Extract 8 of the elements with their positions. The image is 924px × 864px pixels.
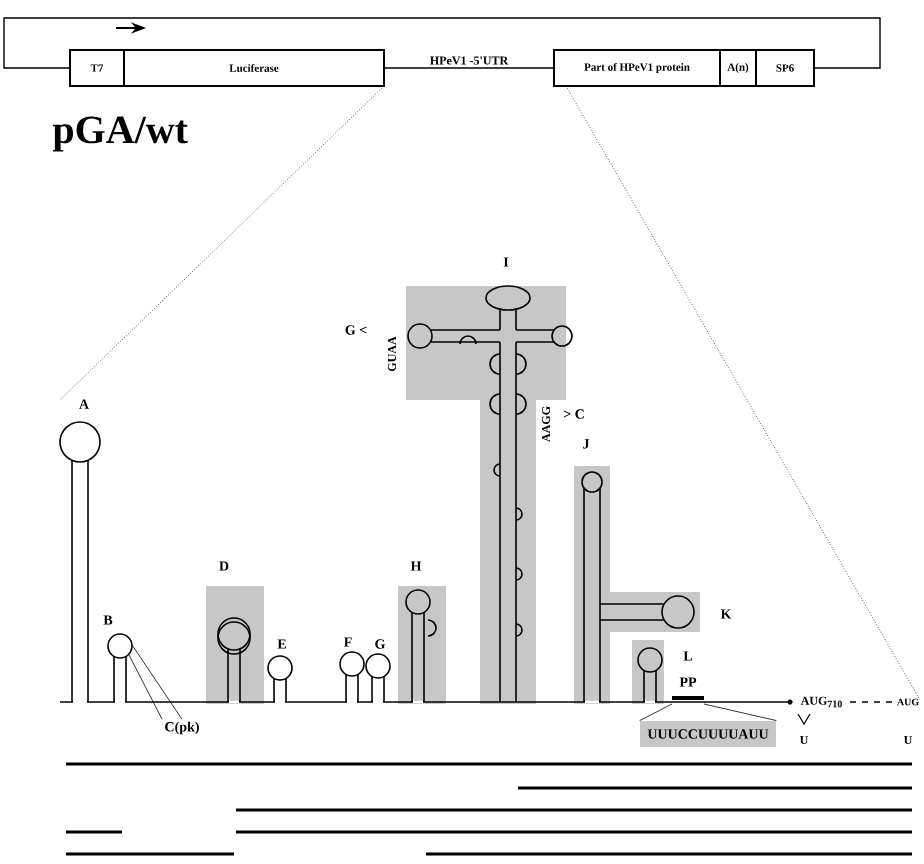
leader-line bbox=[132, 645, 183, 720]
leader-line bbox=[639, 703, 673, 721]
leader-line bbox=[703, 703, 777, 721]
backbone-line bbox=[3, 17, 881, 69]
backbone-line bbox=[384, 67, 554, 69]
title: pGA/wt bbox=[52, 116, 188, 152]
hairpin-loop bbox=[107, 633, 133, 659]
leader-line bbox=[128, 654, 163, 720]
